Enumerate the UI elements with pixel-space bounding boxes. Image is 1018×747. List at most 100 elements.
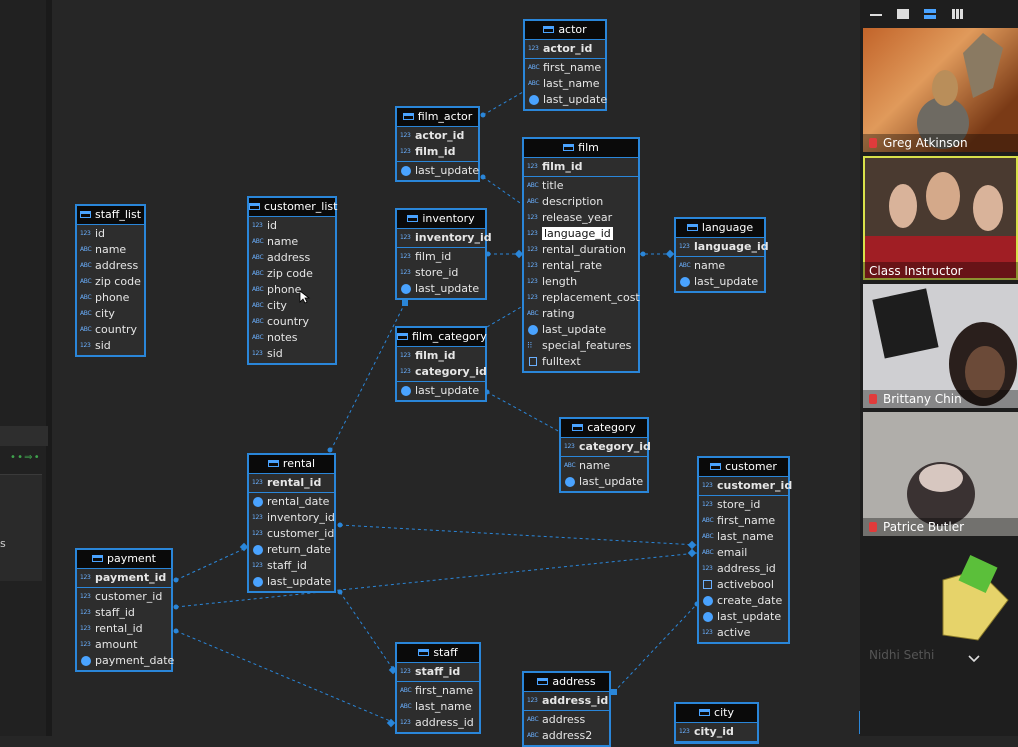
table-header[interactable]: film [524, 139, 638, 158]
column-activebool[interactable]: activebool [699, 577, 788, 593]
table-header[interactable]: film_category [397, 328, 487, 347]
column-last-update[interactable]: last_update [249, 574, 334, 590]
chevron-down-icon[interactable] [968, 648, 980, 663]
grid-icon[interactable] [952, 9, 964, 19]
table-header[interactable]: customer [699, 458, 788, 477]
column-last-update[interactable]: last_update [561, 474, 647, 490]
table-header[interactable]: staff [397, 644, 479, 663]
column-last-update[interactable]: last_update [397, 383, 485, 399]
participant-tile-1[interactable]: Greg Atkinson [863, 28, 1018, 152]
column-last-update[interactable]: last_update [397, 281, 485, 297]
participant-tile-2[interactable]: Class Instructor [863, 156, 1018, 280]
navigator-row[interactable] [0, 426, 48, 446]
participant-tile-5[interactable]: Nidhi Sethi [863, 540, 1018, 664]
column-return-date[interactable]: return_date [249, 542, 334, 558]
minimize-icon[interactable] [870, 14, 882, 16]
participant-tile-3[interactable]: Brittany Chin [863, 284, 1018, 408]
layout-icon[interactable] [924, 9, 936, 19]
table-header[interactable]: payment [77, 550, 171, 569]
column-create-date[interactable]: create_date [699, 593, 788, 609]
column-last-update[interactable]: last_update [397, 163, 479, 179]
column-last-update[interactable]: last_update [699, 609, 788, 625]
table-header[interactable]: customer_list [249, 198, 337, 217]
table-header[interactable]: actor [525, 21, 605, 40]
column-rental-date[interactable]: rental_date [249, 494, 334, 510]
column-last-update[interactable]: last_update [525, 92, 607, 108]
restore-icon[interactable] [897, 9, 909, 19]
participant-tile-4[interactable]: Patrice Butler [863, 412, 1018, 536]
table-header[interactable]: staff_list [77, 206, 144, 225]
column-special-features[interactable]: ⁝⁝special_features [524, 338, 638, 354]
table-header[interactable]: language [676, 219, 764, 238]
table-header[interactable]: rental [249, 455, 334, 474]
table-header[interactable]: category [561, 419, 647, 438]
table-header[interactable]: inventory [397, 210, 485, 229]
table-header[interactable]: film_actor [397, 108, 478, 127]
